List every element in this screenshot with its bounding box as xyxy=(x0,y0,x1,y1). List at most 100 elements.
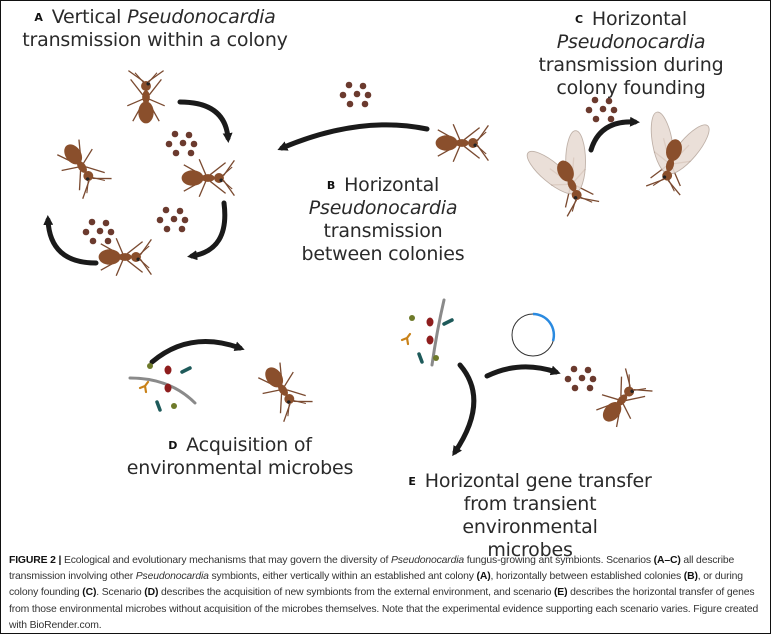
microbe-red xyxy=(426,335,434,345)
symbiont-dot xyxy=(162,206,170,214)
caption-text: , horizontally between established colon… xyxy=(490,571,684,583)
ant-abdomen xyxy=(666,139,682,161)
ant-head xyxy=(624,386,635,397)
symbiont-dot xyxy=(89,237,97,245)
ant-leg xyxy=(283,371,294,387)
symbiont-cluster xyxy=(339,81,372,108)
ant-icon xyxy=(435,124,489,162)
panel-d-title-line1: Acquisition of xyxy=(186,434,312,456)
ant-antenna xyxy=(579,196,593,203)
ant-leg xyxy=(463,127,481,141)
arrow-icon xyxy=(588,116,640,153)
panel-a-letter: A xyxy=(34,11,43,24)
symbiont-dot xyxy=(176,207,184,215)
caption-label: FIGURE 2 | xyxy=(9,555,62,566)
microbe-orange xyxy=(138,380,150,394)
ant-icon xyxy=(258,362,313,422)
substrate-line xyxy=(128,376,197,405)
symbiont-cluster xyxy=(564,365,597,392)
caption-ref: (A–C) xyxy=(653,555,681,566)
ant-leg xyxy=(622,403,632,420)
symbiont-dot xyxy=(82,228,90,236)
symbiont-dot xyxy=(592,115,600,123)
ant-leg xyxy=(126,241,144,255)
ant-antenna xyxy=(475,144,487,155)
ant-thorax xyxy=(278,384,288,396)
ant-thorax xyxy=(142,90,150,104)
caption-text: Ecological and evolutionary mechanisms t… xyxy=(61,555,392,566)
ant-eye xyxy=(86,177,90,181)
ant-leg xyxy=(115,260,124,276)
ant-leg xyxy=(126,259,144,273)
ant-abdomen xyxy=(98,249,121,265)
symbiont-dot xyxy=(107,228,115,236)
microbe-red xyxy=(164,383,172,393)
ant-antenna xyxy=(287,402,290,417)
arrow-icon xyxy=(452,362,477,457)
ant-antenna xyxy=(292,399,307,405)
microbe-teal xyxy=(442,318,454,326)
panel-b-title-italic: Pseudonocardia xyxy=(308,197,458,219)
panel-a-title-post: transmission within a colony xyxy=(22,29,288,51)
caption-text: all describe transmission involving othe… xyxy=(9,555,735,583)
symbiont-dot xyxy=(353,90,361,98)
substrate-line xyxy=(430,298,446,367)
ant-leg xyxy=(149,98,165,107)
ant-leg xyxy=(286,389,306,397)
ant-leg xyxy=(148,78,162,96)
symbiont-dot xyxy=(88,218,96,226)
ant-leg xyxy=(115,238,124,254)
ant-eye xyxy=(573,196,578,200)
symbiont-dot xyxy=(171,130,179,138)
symbiont-dot xyxy=(190,140,198,148)
winged-ant-icon xyxy=(645,111,710,196)
symbiont-dot xyxy=(96,227,104,235)
symbiont-cluster xyxy=(82,218,115,245)
symbiont-dot xyxy=(578,374,586,382)
ant-leg xyxy=(452,124,461,140)
symbiont-dot xyxy=(185,131,193,139)
panel-c-title-post: transmission during colony founding xyxy=(538,54,724,99)
arrow-icon xyxy=(484,364,561,379)
panel-e-letter: E xyxy=(408,475,416,488)
arrows-group xyxy=(43,99,640,457)
panel-d-title-line2: environmental microbes xyxy=(126,457,354,479)
microbes-panel-d xyxy=(128,363,197,412)
symbiont-dot xyxy=(585,106,593,114)
ant-leg xyxy=(667,180,681,196)
ant-thorax xyxy=(665,158,675,172)
microbe-teal xyxy=(180,366,192,374)
symbiont-dot xyxy=(156,216,164,224)
ant-thorax xyxy=(118,253,132,261)
symbiont-dot xyxy=(564,375,572,383)
symbiont-dot xyxy=(187,149,195,157)
symbiont-dot xyxy=(172,149,180,157)
caption-ref: (A) xyxy=(476,571,491,583)
microbe-red xyxy=(426,317,434,327)
panel-b-title-pre: Horizontal xyxy=(344,174,440,196)
ant-head xyxy=(83,171,94,181)
ant-antenna xyxy=(652,177,665,186)
symbiont-dot xyxy=(181,216,189,224)
illustration xyxy=(43,70,710,457)
panel-e-title-line2: from transient environmental xyxy=(462,493,598,538)
symbiont-dot xyxy=(361,100,369,108)
ant-leg xyxy=(209,180,227,194)
plasmid-gene-segment xyxy=(532,312,556,342)
panel-c-letter: C xyxy=(575,13,583,26)
symbiont-dot xyxy=(178,225,186,233)
ant-antenna xyxy=(147,72,158,84)
ant-leg xyxy=(61,166,79,172)
panel-b-title-post: transmission between colonies xyxy=(301,220,465,265)
ant-leg xyxy=(85,166,105,174)
arrow-icon xyxy=(149,339,245,365)
ant-abdomen xyxy=(265,367,284,388)
ant-leg xyxy=(463,145,481,159)
ant-thorax xyxy=(201,174,215,182)
ant-antenna xyxy=(628,374,631,388)
microbe-orange xyxy=(400,332,412,346)
